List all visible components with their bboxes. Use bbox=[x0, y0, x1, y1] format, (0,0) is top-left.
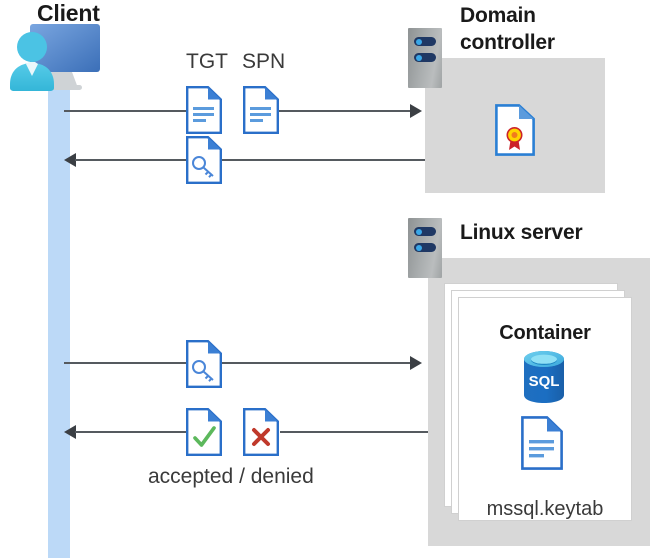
keytab-filename-label: mssql.keytab bbox=[486, 498, 604, 520]
message-line-request-tgt-spn-left bbox=[64, 110, 186, 112]
message-line-response-ticket-right bbox=[222, 159, 425, 161]
rack-slot bbox=[414, 243, 436, 252]
domain-controller-label: Domain controller bbox=[460, 2, 630, 56]
container-card-front: Container bbox=[458, 297, 632, 521]
domain-controller-label-line1: Domain bbox=[460, 4, 536, 27]
tgt-label: TGT bbox=[186, 50, 228, 73]
arrowhead-request-tgt-spn bbox=[410, 104, 422, 118]
message-line-response-result-right bbox=[280, 431, 428, 433]
client-computer-icon bbox=[8, 22, 108, 94]
rack-slot bbox=[414, 37, 436, 46]
linux-server-server-icon bbox=[408, 218, 442, 278]
client-label: Client bbox=[37, 0, 100, 26]
rack-slot bbox=[414, 53, 436, 62]
domain-controller-server-icon bbox=[408, 28, 442, 88]
domain-controller-label-line2: controller bbox=[460, 31, 555, 54]
ticket-key-document-icon bbox=[186, 136, 222, 184]
linux-server-label: Linux server bbox=[460, 221, 583, 244]
spn-label: SPN bbox=[242, 50, 286, 73]
keytab-document-icon bbox=[521, 416, 563, 470]
arrowhead-response-ticket bbox=[64, 153, 76, 167]
denied-document-icon bbox=[243, 408, 279, 456]
tgt-document-icon bbox=[186, 86, 222, 134]
service-ticket-key-document-icon bbox=[186, 340, 222, 388]
message-line-request-service-left bbox=[64, 362, 186, 364]
message-line-response-result-left bbox=[75, 431, 186, 433]
accepted-denied-label: accepted / denied bbox=[148, 465, 314, 488]
arrowhead-request-service bbox=[410, 356, 422, 370]
accepted-document-icon bbox=[186, 408, 222, 456]
message-line-request-service-right bbox=[222, 362, 412, 364]
svg-text:SQL: SQL bbox=[529, 373, 560, 390]
message-line-request-tgt-spn-right bbox=[278, 110, 412, 112]
sql-database-icon: SQL bbox=[520, 349, 568, 405]
rack-slot bbox=[414, 227, 436, 236]
client-lifeline bbox=[48, 68, 70, 558]
arrowhead-response-result bbox=[64, 425, 76, 439]
certificate-document-icon bbox=[495, 104, 535, 156]
container-label: Container bbox=[499, 322, 591, 344]
spn-document-icon bbox=[243, 86, 279, 134]
message-line-response-ticket-left bbox=[75, 159, 186, 161]
